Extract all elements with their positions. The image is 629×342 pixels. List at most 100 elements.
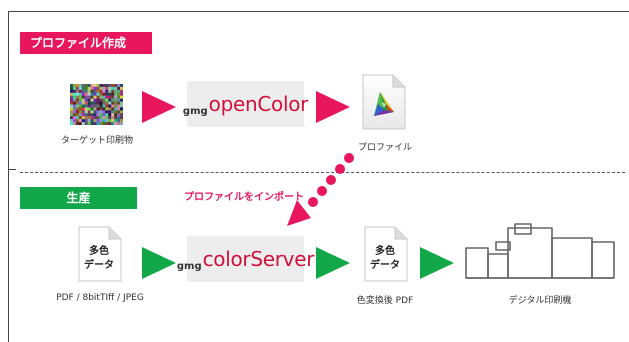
color-patch <box>105 113 109 117</box>
color-patch <box>102 116 106 120</box>
color-patch <box>108 92 112 96</box>
color-patch <box>105 98 109 102</box>
color-patch <box>90 89 94 93</box>
color-patch <box>93 113 97 117</box>
color-patch <box>90 116 94 120</box>
input-doc-line2: データ <box>84 260 114 271</box>
color-patch <box>105 110 109 114</box>
color-patch <box>75 86 80 91</box>
color-patch <box>111 95 115 99</box>
color-patch <box>111 119 115 123</box>
color-patch <box>108 86 112 91</box>
color-patch <box>72 101 77 105</box>
colorserver-logo: gmg colorServer <box>177 247 315 272</box>
color-patch <box>99 98 103 102</box>
color-patch <box>72 86 77 91</box>
color-patch <box>99 101 103 105</box>
output-doc-line2: データ <box>370 260 400 271</box>
color-patch <box>84 89 88 93</box>
color-patch <box>114 92 118 96</box>
color-patch <box>108 101 112 105</box>
color-patch <box>70 98 74 102</box>
color-patch <box>117 119 121 123</box>
color-patch <box>108 107 112 111</box>
color-patch <box>108 113 112 117</box>
color-patch <box>87 86 91 91</box>
color-patch <box>81 110 85 114</box>
color-patch <box>105 89 109 93</box>
color-patch <box>93 84 97 88</box>
opencolor-box: gmg openColor <box>183 81 308 127</box>
input-format-caption: PDF / 8bitTIff / JPEG <box>56 293 144 303</box>
color-patch <box>93 104 97 108</box>
import-dot <box>335 164 345 174</box>
target-caption: ターゲット印刷物 <box>60 136 133 146</box>
color-patch <box>84 116 88 120</box>
color-patch <box>81 116 85 120</box>
color-patch <box>87 84 91 88</box>
color-patch <box>120 116 123 120</box>
color-patch <box>114 116 118 120</box>
color-patch <box>93 95 97 99</box>
color-patch <box>70 104 74 108</box>
color-patch <box>84 122 88 125</box>
color-patch <box>117 113 121 117</box>
color-patch <box>72 122 77 125</box>
color-patch <box>70 92 74 96</box>
color-patch <box>87 104 91 108</box>
color-patch <box>105 107 109 111</box>
color-patch <box>70 119 74 123</box>
color-patch <box>117 110 121 114</box>
color-patch <box>84 86 88 91</box>
output-doc-line1: 多色 <box>375 246 395 257</box>
color-patch <box>70 107 74 111</box>
output-caption: 色変換後 PDF <box>356 296 414 306</box>
color-patch <box>81 101 85 105</box>
press-caption: デジタル印刷機 <box>508 296 572 306</box>
color-patch <box>87 92 91 96</box>
color-patch <box>102 84 106 88</box>
color-patch <box>87 95 91 99</box>
color-patch <box>90 110 94 114</box>
color-patch <box>75 84 80 88</box>
color-patch <box>111 110 115 114</box>
color-patch <box>102 92 106 96</box>
color-patch <box>108 119 112 123</box>
color-patch <box>72 116 77 120</box>
color-patch <box>87 116 91 120</box>
color-patch <box>90 107 94 111</box>
color-patch <box>99 122 103 125</box>
color-patch <box>117 84 121 88</box>
color-patch <box>102 104 106 108</box>
color-patch <box>75 122 80 125</box>
color-patch <box>117 107 121 111</box>
color-patch <box>75 89 80 93</box>
color-patch <box>111 113 115 117</box>
color-patch <box>96 95 100 99</box>
color-patch <box>84 119 88 123</box>
color-patch <box>120 107 123 111</box>
color-patch <box>105 122 109 125</box>
color-patch <box>96 110 100 114</box>
color-patch <box>90 101 94 105</box>
color-patch <box>120 101 123 105</box>
color-patch <box>87 122 91 125</box>
import-profile-label: プロファイルをインポート <box>184 192 304 203</box>
arrow-right-icon <box>142 91 176 123</box>
color-patch <box>78 89 82 93</box>
color-patch <box>120 89 123 93</box>
color-patch <box>108 84 112 88</box>
color-patch <box>93 98 97 102</box>
color-patch <box>78 110 82 114</box>
color-patch <box>84 95 88 99</box>
color-patch <box>120 92 123 96</box>
color-patch <box>78 122 82 125</box>
color-patch <box>99 116 103 120</box>
color-patch <box>99 110 103 114</box>
color-patch <box>75 116 80 120</box>
arrow-right-icon <box>316 91 350 123</box>
color-patch <box>93 101 97 105</box>
color-patch <box>72 98 77 102</box>
color-patch <box>75 110 80 114</box>
color-patch <box>117 92 121 96</box>
